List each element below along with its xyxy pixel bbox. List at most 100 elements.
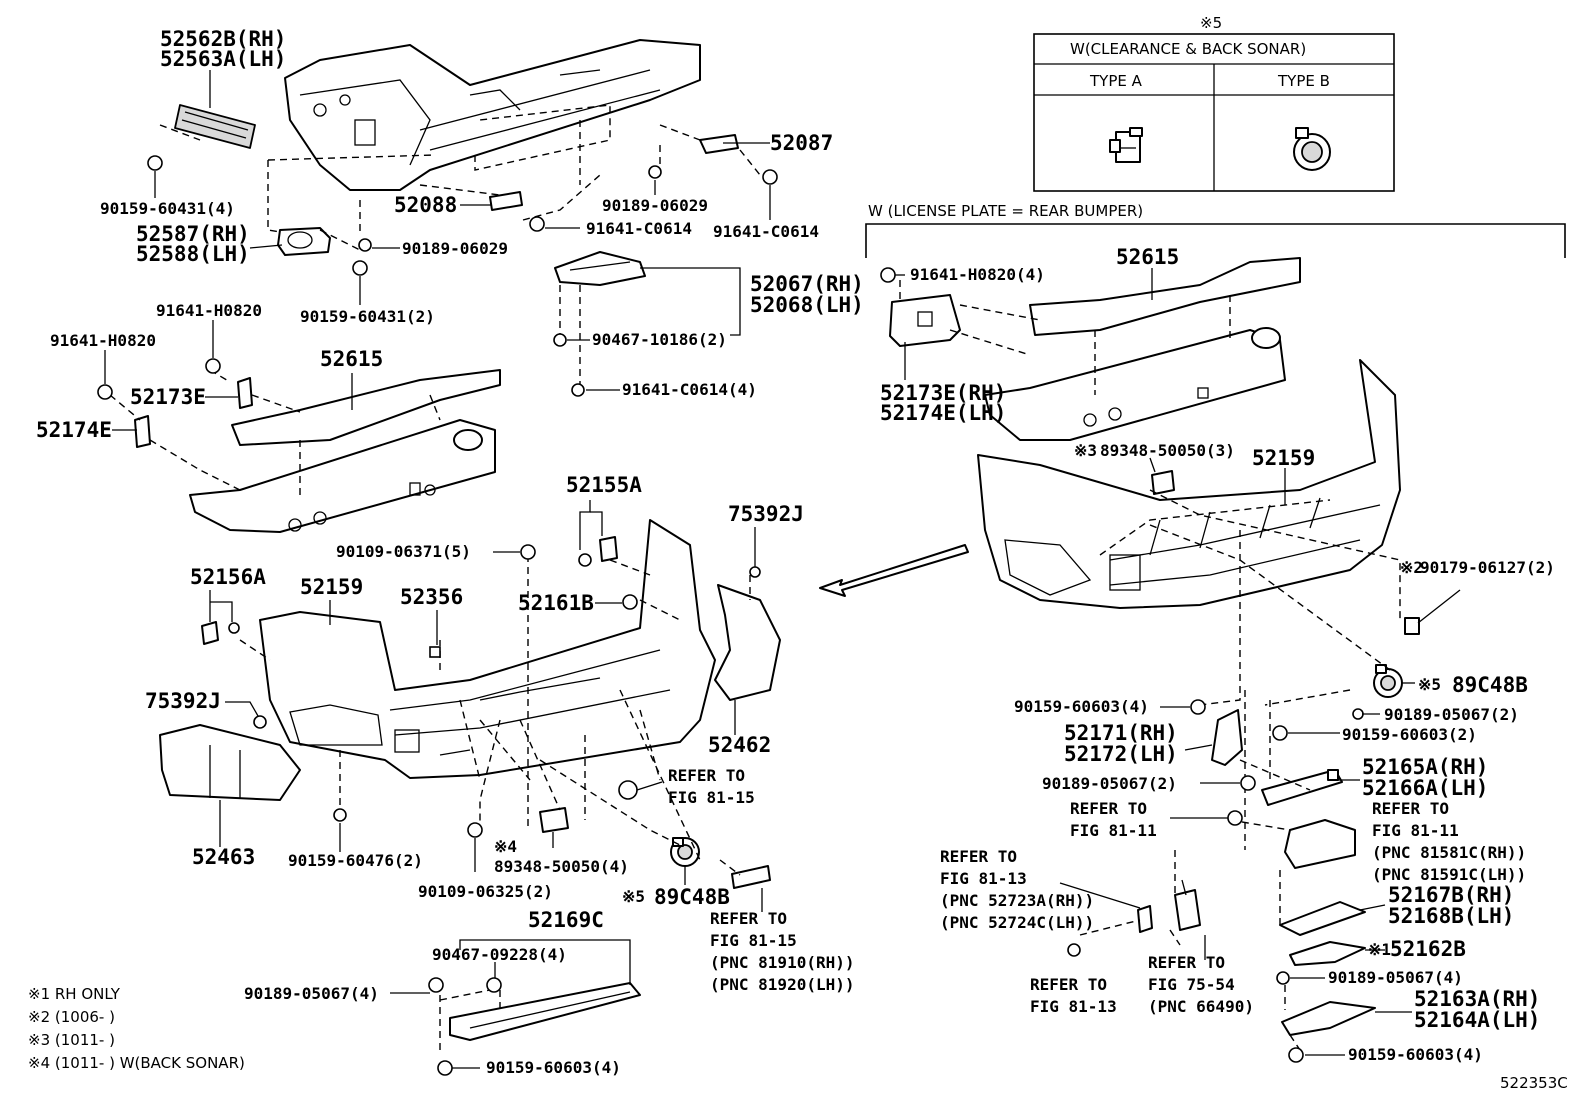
step-pad-52169c — [449, 982, 641, 1041]
part-label: (PNC 81591C(LH)) — [1372, 865, 1526, 884]
bracket-52162b — [1289, 941, 1366, 966]
part-label: ※4 — [494, 837, 517, 856]
reflector-left — [731, 865, 771, 889]
fasteners — [97, 155, 1364, 1076]
bracket-52171 — [1211, 709, 1243, 766]
part-label: 52587(RH) — [136, 222, 250, 246]
part-label: 89348-50050(3) — [1100, 441, 1235, 460]
leader-lines — [104, 70, 1461, 1069]
part-label: 75392J — [728, 502, 804, 526]
part-label: REFER TO — [940, 847, 1017, 866]
part-label: 52462 — [708, 733, 771, 757]
part-label: (PNC 52724C(LH)) — [940, 913, 1094, 932]
footnote-2: ※2 (1006- ) — [28, 1008, 115, 1026]
reflector-52562b — [174, 104, 256, 149]
part-label: 52562B(RH) — [160, 27, 286, 51]
part-label: (PNC 81581C(RH)) — [1372, 843, 1526, 862]
bracket-52174e-left — [134, 415, 151, 448]
part-label: 90189-05067(2) — [1042, 774, 1177, 793]
part-label: 91641-C0614 — [586, 219, 692, 238]
part-label: REFER TO — [1372, 799, 1449, 818]
part-label: 91641-C0614 — [713, 222, 819, 241]
table-mark: ※5 — [1200, 14, 1222, 32]
retainer-89348-right — [1151, 470, 1175, 495]
part-label: FIG 81-15 — [668, 788, 755, 807]
part-label: 90159-60603(4) — [1014, 697, 1149, 716]
bracket-52167b — [1279, 901, 1366, 936]
part-label: 52463 — [192, 845, 255, 869]
part-label: REFER TO — [1070, 799, 1147, 818]
reinforcement-52615-right — [984, 257, 1301, 441]
part-label: ※3 — [1074, 441, 1097, 460]
assembly-lines — [109, 104, 1401, 1051]
part-label: 90179-06127(2) — [1420, 558, 1555, 577]
part-label: REFER TO — [668, 766, 745, 785]
part-label: 52171(RH) — [1064, 721, 1178, 745]
footnotes: ※1 RH ONLY ※2 (1006- ) ※3 (1011- ) ※4 (1… — [28, 985, 245, 1072]
sensor-89c48b-right — [1373, 664, 1403, 698]
part-label: 52163A(RH) — [1414, 987, 1540, 1011]
part-label: ※2 — [1400, 558, 1423, 577]
bracket-52165a — [1261, 769, 1343, 806]
part-label: FIG 81-13 — [1030, 997, 1117, 1016]
part-label: 90467-09228(4) — [432, 945, 567, 964]
part-label: 52167B(RH) — [1388, 883, 1514, 907]
sensor-89c48b-left — [670, 837, 700, 867]
part-label: 90467-10186(2) — [592, 330, 727, 349]
end-cap-52463 — [159, 724, 301, 801]
part-label: 90189-06029 — [602, 196, 708, 215]
part-label: 52155A — [566, 473, 642, 497]
part-label: 52173E — [130, 385, 206, 409]
part-label: 90189-05067(4) — [1328, 968, 1463, 987]
bracket-52587 — [277, 227, 331, 256]
part-label: 52162B — [1390, 937, 1466, 961]
part-label: 52356 — [400, 585, 463, 609]
part-label: 52165A(RH) — [1362, 755, 1488, 779]
part-label: 52087 — [770, 131, 833, 155]
bracket-52163a — [1281, 1001, 1376, 1036]
footnote-3: ※3 (1011- ) — [28, 1031, 115, 1049]
part-label: 52173E(RH) — [880, 381, 1006, 405]
part-label: 75392J — [145, 689, 221, 713]
bracket-52087 — [699, 134, 739, 154]
part-label: 91641-H0820 — [156, 301, 262, 320]
part-label: (PNC 52723A(RH)) — [940, 891, 1094, 910]
part-label: 90159-60603(4) — [486, 1058, 621, 1077]
bumper-cover-52159-left — [259, 519, 716, 779]
part-label: 52067(RH) — [750, 272, 864, 296]
drawing-id: 522353C — [1500, 1074, 1568, 1092]
body-frame-rear — [284, 39, 701, 191]
sensor-bracket-81-13 — [1137, 879, 1201, 933]
part-label: 90189-06029 — [402, 239, 508, 258]
bracket-52173e-left — [237, 377, 253, 409]
part-label: 52161B — [518, 591, 594, 615]
part-label: ※1 — [1368, 940, 1391, 959]
bumper-assembly-52159-right — [977, 359, 1401, 609]
part-label: 91641-H0820 — [50, 331, 156, 350]
sonar-type-a-icon — [1109, 127, 1143, 163]
part-label: 52172(LH) — [1064, 742, 1178, 766]
part-label: 90189-05067(4) — [244, 984, 379, 1003]
part-label: 89C48B — [1452, 673, 1528, 697]
retainer-52155a — [578, 536, 618, 567]
part-label: 52159 — [1252, 446, 1315, 470]
table-col-b: TYPE B — [1277, 72, 1330, 90]
part-label: 90189-05067(2) — [1384, 705, 1519, 724]
part-label: REFER TO — [710, 909, 787, 928]
part-label: 90159-60431(2) — [300, 307, 435, 326]
bracket-52088 — [489, 191, 523, 211]
clip-90179 — [1404, 617, 1420, 635]
direction-arrow — [819, 544, 969, 597]
footnote-4: ※4 (1011- ) W(BACK SONAR) — [28, 1054, 245, 1072]
part-label: FIG 81-11 — [1070, 821, 1157, 840]
sonar-type-table: ※5 W(CLEARANCE & BACK SONAR) TYPE A TYPE… — [1033, 14, 1395, 192]
part-label: 89C48B — [654, 885, 730, 909]
part-label: REFER TO — [1030, 975, 1107, 994]
table-col-a: TYPE A — [1089, 72, 1143, 90]
end-cap-52462 — [714, 584, 781, 701]
part-label: 90159-60431(4) — [100, 199, 235, 218]
part-label: 52588(LH) — [136, 242, 250, 266]
retainer-89348-left — [539, 807, 569, 833]
part-label: 52615 — [320, 347, 383, 371]
